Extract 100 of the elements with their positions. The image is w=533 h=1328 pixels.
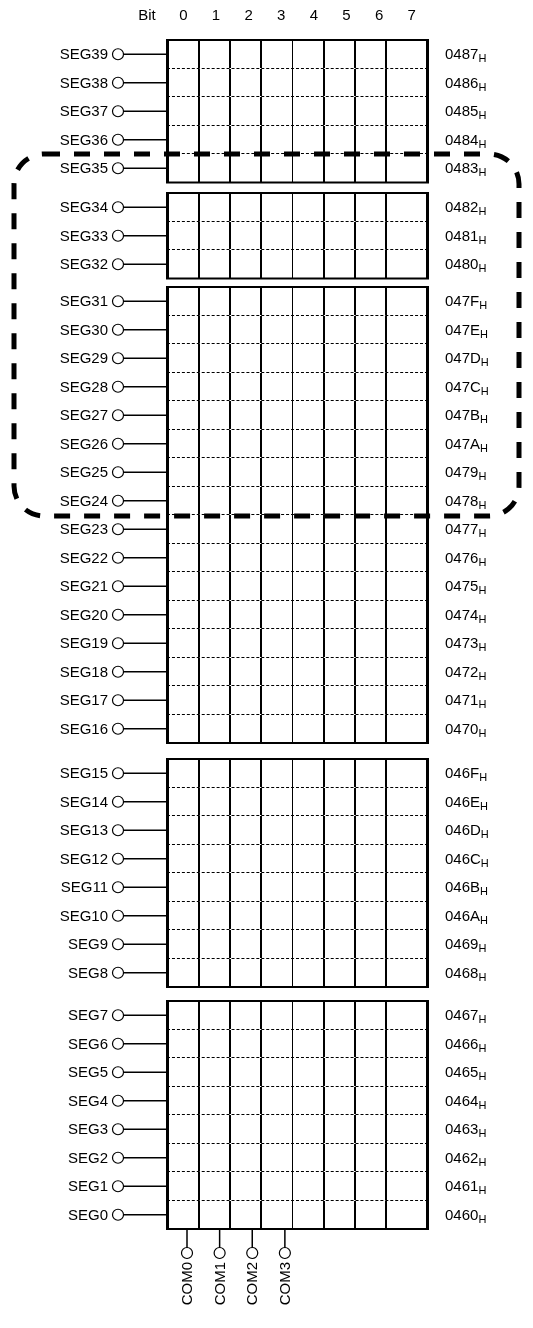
connector-line <box>111 105 168 118</box>
pin-label: SEG12 <box>59 849 108 868</box>
address-label: 0470$_{H}$ <box>445 719 487 738</box>
address-label: 0486$_{H}$ <box>445 73 487 92</box>
pin-label: SEG18 <box>59 662 108 681</box>
memory-row <box>167 154 428 183</box>
connector-line <box>111 133 168 146</box>
pin-label: SEG19 <box>59 634 108 653</box>
address-label: 0477$_{H}$ <box>445 520 487 539</box>
connector-line <box>111 665 168 678</box>
pin-label: SEG24 <box>59 491 108 510</box>
bit-number: 2 <box>244 6 253 24</box>
memory-row <box>167 486 428 515</box>
pin-label: SEG39 <box>59 45 108 64</box>
address-label: 047C$_{H}$ <box>445 377 489 396</box>
connector-line <box>278 1228 291 1260</box>
address-label: 0476$_{H}$ <box>445 548 487 567</box>
pin-label: SEG30 <box>59 320 108 339</box>
address-label: 047B$_{H}$ <box>445 406 488 425</box>
pin-label: SEG5 <box>67 1063 108 1082</box>
memory-row <box>167 873 428 902</box>
address-label: 0478$_{H}$ <box>445 491 487 510</box>
memory-row <box>167 958 428 987</box>
connector-line <box>180 1228 194 1260</box>
address-label: 047F$_{H}$ <box>445 292 488 311</box>
memory-row <box>167 1086 428 1115</box>
pin-label: SEG16 <box>59 719 108 738</box>
connector-line <box>111 1009 168 1022</box>
pin-label: SEG1 <box>67 1177 108 1196</box>
connector-line <box>111 1123 168 1136</box>
memory-row <box>167 686 428 715</box>
memory-row <box>167 125 428 154</box>
connector-line <box>111 694 168 707</box>
address-label: 0468$_{H}$ <box>445 963 487 982</box>
pin-label: SEG14 <box>59 792 108 811</box>
connector-line <box>111 1037 168 1050</box>
memory-row <box>167 1001 428 1030</box>
connector-line <box>111 551 168 564</box>
address-label: 0473$_{H}$ <box>445 634 487 653</box>
memory-row <box>167 600 428 629</box>
pin-label: SEG8 <box>67 963 108 982</box>
memory-row <box>167 401 428 430</box>
address-label: 0479$_{H}$ <box>445 463 487 482</box>
pin-label: SEG29 <box>59 349 108 368</box>
pin-label: SEG26 <box>59 434 108 453</box>
pin-label: COM3 <box>276 1262 293 1306</box>
address-label: 046D$_{H}$ <box>445 821 489 840</box>
pin-label: SEG33 <box>59 226 108 245</box>
address-label: 0484$_{H}$ <box>445 130 487 149</box>
pin-label: SEG22 <box>59 548 108 567</box>
connector-line <box>111 938 168 951</box>
pin-label: SEG21 <box>59 577 108 596</box>
bit-number: 6 <box>374 6 384 24</box>
bit-number: 4 <box>309 6 318 24</box>
connector-line <box>111 201 168 214</box>
address-label: 046B$_{H}$ <box>445 878 488 897</box>
address-label: 047D$_{H}$ <box>445 349 489 368</box>
pin-label: SEG36 <box>59 130 108 149</box>
address-label: 0461$_{H}$ <box>445 1177 487 1196</box>
pin-label: SEG38 <box>59 73 108 92</box>
address-label: 047E$_{H}$ <box>445 320 488 339</box>
connector-line <box>111 881 168 894</box>
memory-row <box>167 787 428 816</box>
memory-row <box>167 930 428 959</box>
memory-row <box>167 1115 428 1144</box>
address-label: 0472$_{H}$ <box>445 662 487 681</box>
connector-line <box>111 1066 168 1079</box>
memory-row <box>167 68 428 97</box>
pin-label: SEG10 <box>59 906 108 925</box>
memory-row <box>167 429 428 458</box>
pin-label: SEG20 <box>59 605 108 624</box>
connector-line <box>111 1208 168 1221</box>
memory-row <box>167 97 428 126</box>
connector-line <box>111 258 168 271</box>
pin-label: SEG4 <box>67 1091 108 1110</box>
address-label: 046A$_{H}$ <box>445 906 488 925</box>
connector-line <box>213 1228 226 1260</box>
pin-label: SEG17 <box>59 691 108 710</box>
connector-line <box>111 494 168 507</box>
connector-line <box>111 795 168 808</box>
memory-row <box>167 315 428 344</box>
memory-row <box>167 40 428 69</box>
bit-number: 7 <box>407 6 416 24</box>
memory-row <box>167 759 428 788</box>
pin-label: COM1 <box>211 1262 228 1306</box>
connector-line <box>111 1180 168 1193</box>
connector-line <box>111 523 168 536</box>
connector-line <box>111 437 168 450</box>
address-label: 0460$_{H}$ <box>445 1205 487 1224</box>
memory-row <box>167 1058 428 1087</box>
address-label: 047A$_{H}$ <box>445 434 488 453</box>
connector-line <box>111 162 168 175</box>
pin-label: SEG7 <box>67 1006 108 1025</box>
address-label: 0465$_{H}$ <box>445 1063 487 1082</box>
address-label: 0474$_{H}$ <box>445 605 487 624</box>
pin-label: SEG27 <box>59 406 108 425</box>
connector-line <box>111 1151 168 1164</box>
connector-line <box>111 824 168 837</box>
memory-row <box>167 193 428 222</box>
memory-row <box>167 1029 428 1058</box>
